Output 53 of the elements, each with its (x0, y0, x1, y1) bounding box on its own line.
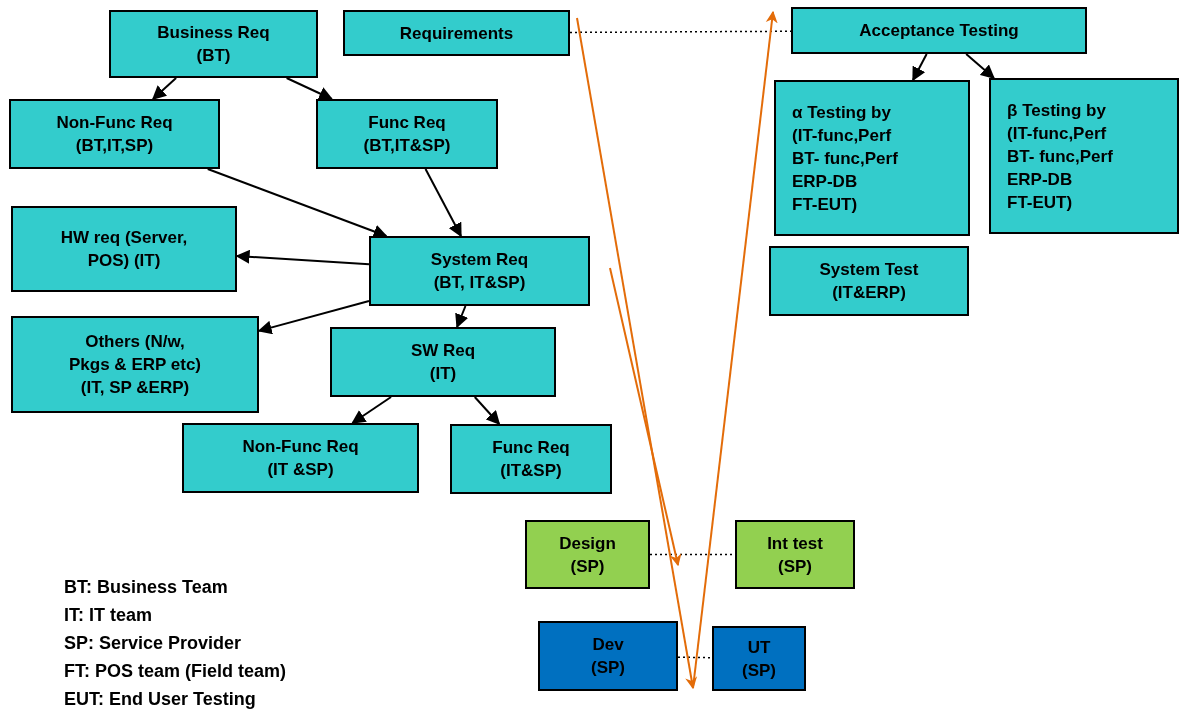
box-label: HW req (Server, POS) (IT) (59, 227, 189, 272)
box-label: β Testing by (IT-func,Perf BT- func,Perf ERP-DB FT-EUT) (1007, 99, 1114, 214)
arrow (473, 396, 501, 426)
arrow (609, 267, 682, 567)
box-label: Non-Func Req (IT &SP) (241, 436, 360, 481)
process-box (735, 520, 855, 589)
box-label: Others (N/w, Pkgs & ERP etc) (IT, SP &ERP) (68, 331, 202, 399)
box-label: Dev (SP) (590, 634, 626, 679)
arrow (965, 53, 995, 79)
box-label: UT (SP) (741, 636, 777, 682)
box-label: α Testing by (IT-func,Perf BT- func,Perf ERP-DB FT-EUT) (792, 101, 899, 216)
arrow (692, 10, 778, 689)
box-label: Business Req (BT) (156, 22, 271, 67)
process-box (316, 99, 498, 169)
arrow (285, 77, 333, 101)
arrow (912, 53, 928, 82)
process-box (11, 316, 259, 413)
box-label: Func Req (IT&SP) (491, 437, 571, 482)
box-label: SW Req (IT) (409, 340, 477, 385)
legend-note: IT: IT team (64, 604, 153, 627)
process-box (330, 327, 556, 397)
process-box (525, 520, 650, 589)
arrow (351, 396, 393, 424)
legend-note: FT: POS team (Field team) (64, 660, 287, 683)
box-label: Func Req (BT,IT&SP) (362, 112, 452, 157)
process-box (774, 80, 970, 236)
arrow (151, 77, 178, 100)
box-label: Int test (SP) (766, 532, 824, 578)
process-box (343, 10, 570, 56)
box-label: Requirements (399, 22, 514, 45)
box-label: System Test (IT&ERP) (818, 259, 920, 304)
box-label: Acceptance Testing (859, 20, 1019, 42)
legend-note: EUT: End User Testing (64, 688, 257, 711)
legend-note: BT: Business Team (64, 576, 229, 599)
process-box (989, 78, 1179, 234)
arrow (455, 305, 469, 329)
box-label: System Req (BT, IT&SP) (429, 249, 530, 294)
process-box (369, 236, 590, 306)
process-box (9, 99, 220, 169)
process-box (109, 10, 318, 78)
process-box (538, 621, 678, 691)
process-box (791, 7, 1087, 54)
process-box (712, 626, 806, 691)
process-box (450, 424, 612, 494)
legend-note: SP: Service Provider (64, 632, 243, 655)
process-box (182, 423, 419, 493)
arrow (206, 168, 388, 239)
process-box (769, 246, 969, 316)
arrow (576, 17, 698, 690)
box-label: Non-Func Req (BT,IT,SP) (55, 112, 174, 157)
box-label: Design (SP) (558, 532, 617, 578)
process-box (11, 206, 237, 292)
arrow (424, 168, 462, 238)
